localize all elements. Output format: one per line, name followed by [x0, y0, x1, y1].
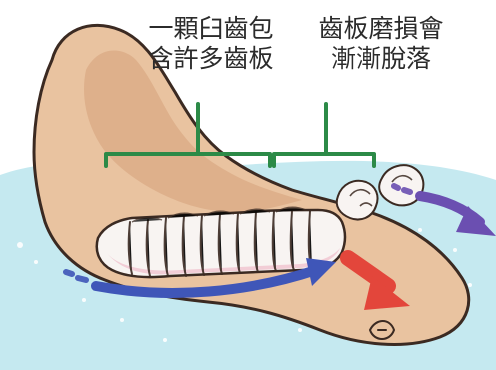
right-label-line-1: 齒板磨損會	[306, 14, 456, 44]
molar-plates	[97, 207, 345, 277]
right-label-line-2: 漸漸脫落	[306, 44, 456, 74]
left-label-line-2: 含許多齒板	[136, 44, 286, 74]
falling-plate-1	[337, 181, 378, 220]
right-bracket	[274, 104, 374, 166]
left-label: 一顆臼齒包 含許多齒板	[136, 14, 286, 74]
left-label-line-1: 一顆臼齒包	[136, 14, 286, 44]
right-label: 齒板磨損會 漸漸脫落	[306, 14, 456, 74]
